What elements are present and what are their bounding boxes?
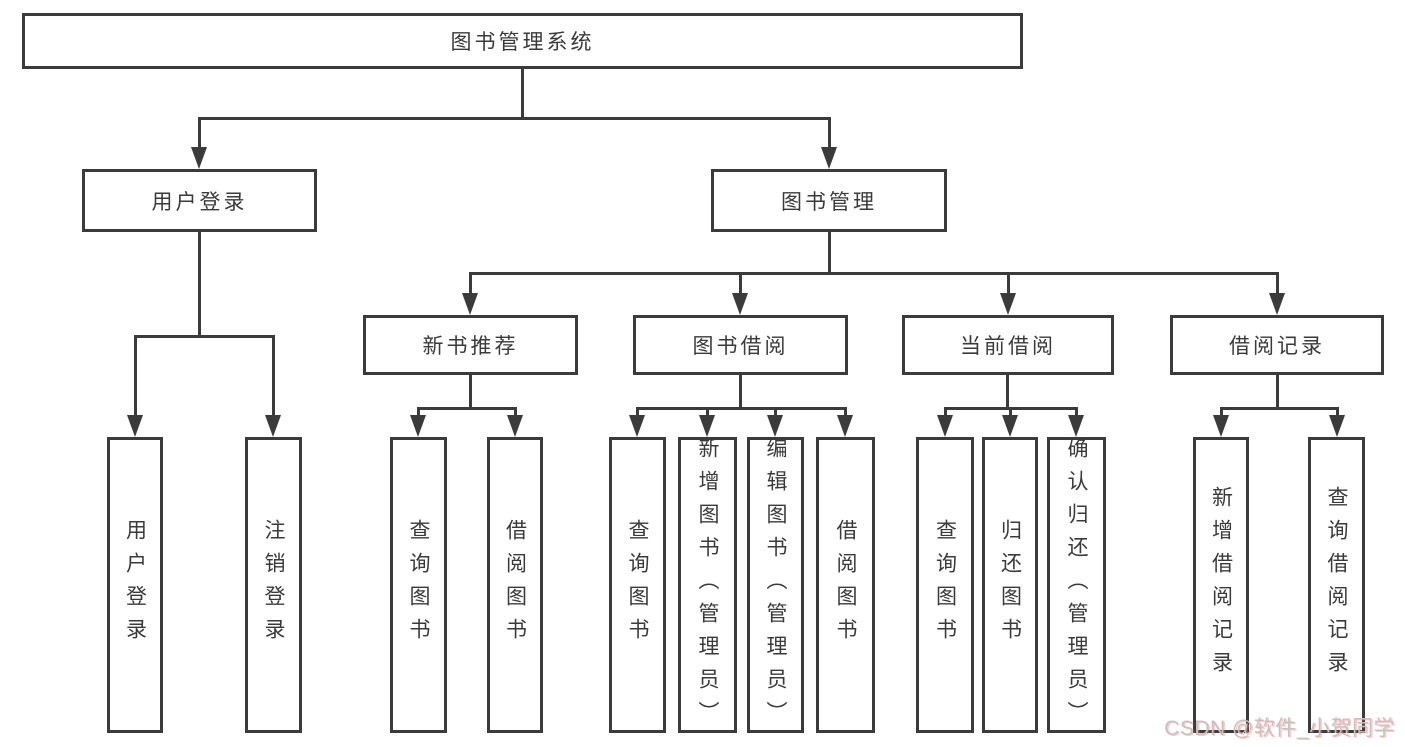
node-label: 查询借阅记录 [1325,486,1348,684]
node-label: 当前借阅 [960,335,1056,358]
node-label: 新增借阅记录 [1209,486,1233,684]
node-label: 图书管理系统 [450,31,595,54]
node-new-book-recommend: 新书推荐 [363,315,578,375]
edge-line [944,407,947,421]
leaf-add-borrow-record: 新增借阅记录 [1193,437,1249,733]
edge-line [1276,272,1279,298]
edge-line [469,272,472,298]
edge-line [521,69,524,120]
edge-line [198,117,201,151]
node-label: 新增图书（管理员） [696,436,719,734]
arrowhead-icon [821,147,837,169]
edge-line [1009,407,1012,421]
arrowhead-icon [1213,415,1229,437]
edge-line [844,407,847,421]
edge-line [739,373,742,410]
arrowhead-icon [629,415,645,437]
node-label: 编辑图书（管理员） [764,436,787,734]
node-label: 查询图书 [933,519,957,651]
node-book-management: 图书管理 [711,169,947,232]
arrowhead-icon [265,415,281,437]
edge-line [198,232,201,338]
edge-line [706,407,709,421]
node-label: 归还图书 [998,519,1022,651]
edge-line [1007,272,1010,298]
edge-line [1075,407,1078,421]
node-user-login: 用户登录 [82,169,317,232]
edge-line [739,272,742,298]
node-label: 借阅图书 [834,519,857,651]
arrowhead-icon [699,415,715,437]
edge-line [1220,407,1338,410]
arrowhead-icon [1269,293,1285,315]
edge-line [1006,373,1009,410]
leaf-query-borrow-record: 查询借阅记录 [1308,437,1365,733]
arrowhead-icon [1329,415,1345,437]
edge-line [469,373,472,410]
edge-line [636,407,846,410]
node-label: 图书借阅 [692,335,789,358]
node-current-borrow: 当前借阅 [902,315,1114,375]
arrowhead-icon [462,293,478,315]
node-label: 查询图书 [626,519,649,651]
node-book-borrow: 图书借阅 [633,315,848,375]
arrowhead-icon [732,293,748,315]
edge-line [636,407,639,421]
leaf-borrow-books: 借阅图书 [487,437,543,733]
arrowhead-icon [1002,415,1018,437]
edge-line [469,272,1279,275]
arrowhead-icon [767,415,783,437]
edge-line [1336,407,1339,421]
leaf-edit-books-admin: 编辑图书（管理员） [747,436,804,734]
node-label: 确认归还（管理员） [1065,436,1088,734]
edge-line [828,117,831,151]
edge-line [198,117,831,120]
node-label: 注销登录 [262,519,285,651]
arrowhead-icon [191,147,207,169]
arrowhead-icon [1000,293,1016,315]
leaf-query-books: 查询图书 [609,437,666,733]
edge-line [272,335,275,419]
edge-line [774,407,777,421]
leaf-confirm-return-admin: 确认归还（管理员） [1047,436,1106,734]
leaf-return-books: 归还图书 [982,437,1038,733]
leaf-query-books: 查询图书 [916,437,974,733]
arrowhead-icon [127,415,143,437]
edge-line [134,335,137,419]
leaf-borrow-books: 借阅图书 [816,437,875,733]
arrowhead-icon [410,415,426,437]
edge-line [514,407,517,421]
node-label: 借阅记录 [1229,335,1325,358]
node-label: 用户登录 [123,519,147,651]
edge-line [417,407,420,421]
csdn-watermark: CSDN @软件_小贺同学 [1164,717,1395,740]
edge-line [828,232,831,275]
leaf-add-books-admin: 新增图书（管理员） [678,436,737,734]
leaf-logout: 注销登录 [245,437,302,733]
node-label: 图书管理 [781,190,877,214]
edge-line [417,407,517,410]
edge-line [1220,407,1223,421]
arrowhead-icon [507,415,523,437]
leaf-user-login: 用户登录 [107,437,163,733]
arrowhead-icon [937,415,953,437]
node-borrow-records: 借阅记录 [1170,315,1384,375]
node-label: 新书推荐 [422,335,519,358]
node-label: 用户登录 [151,190,248,214]
arrowhead-icon [1068,415,1084,437]
edge-line [134,335,274,338]
node-label: 借阅图书 [503,519,527,651]
edge-line [1276,373,1279,410]
arrowhead-icon [837,415,853,437]
node-label: 查询图书 [407,519,430,651]
node-library-system: 图书管理系统 [22,13,1023,69]
leaf-query-books: 查询图书 [390,437,447,733]
